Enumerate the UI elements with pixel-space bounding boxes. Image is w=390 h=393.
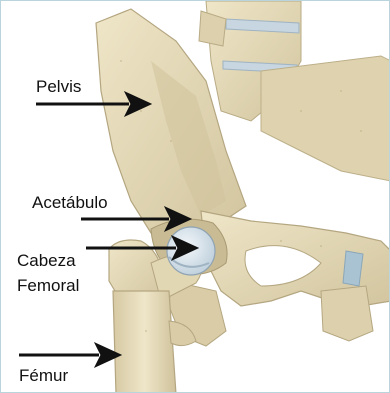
label-acetabulo: Acetábulo <box>32 193 108 212</box>
label-cabeza: Cabeza <box>17 251 76 270</box>
pubic-symphysis <box>343 251 363 286</box>
arrow-femur <box>19 343 121 367</box>
label-femur: Fémur <box>19 366 68 385</box>
pelvis-rear-wing <box>261 56 390 181</box>
femoral-shaft <box>113 291 176 393</box>
label-pelvis: Pelvis <box>36 77 81 96</box>
label-femoral: Femoral <box>17 276 79 295</box>
contralateral-femur <box>321 286 373 341</box>
